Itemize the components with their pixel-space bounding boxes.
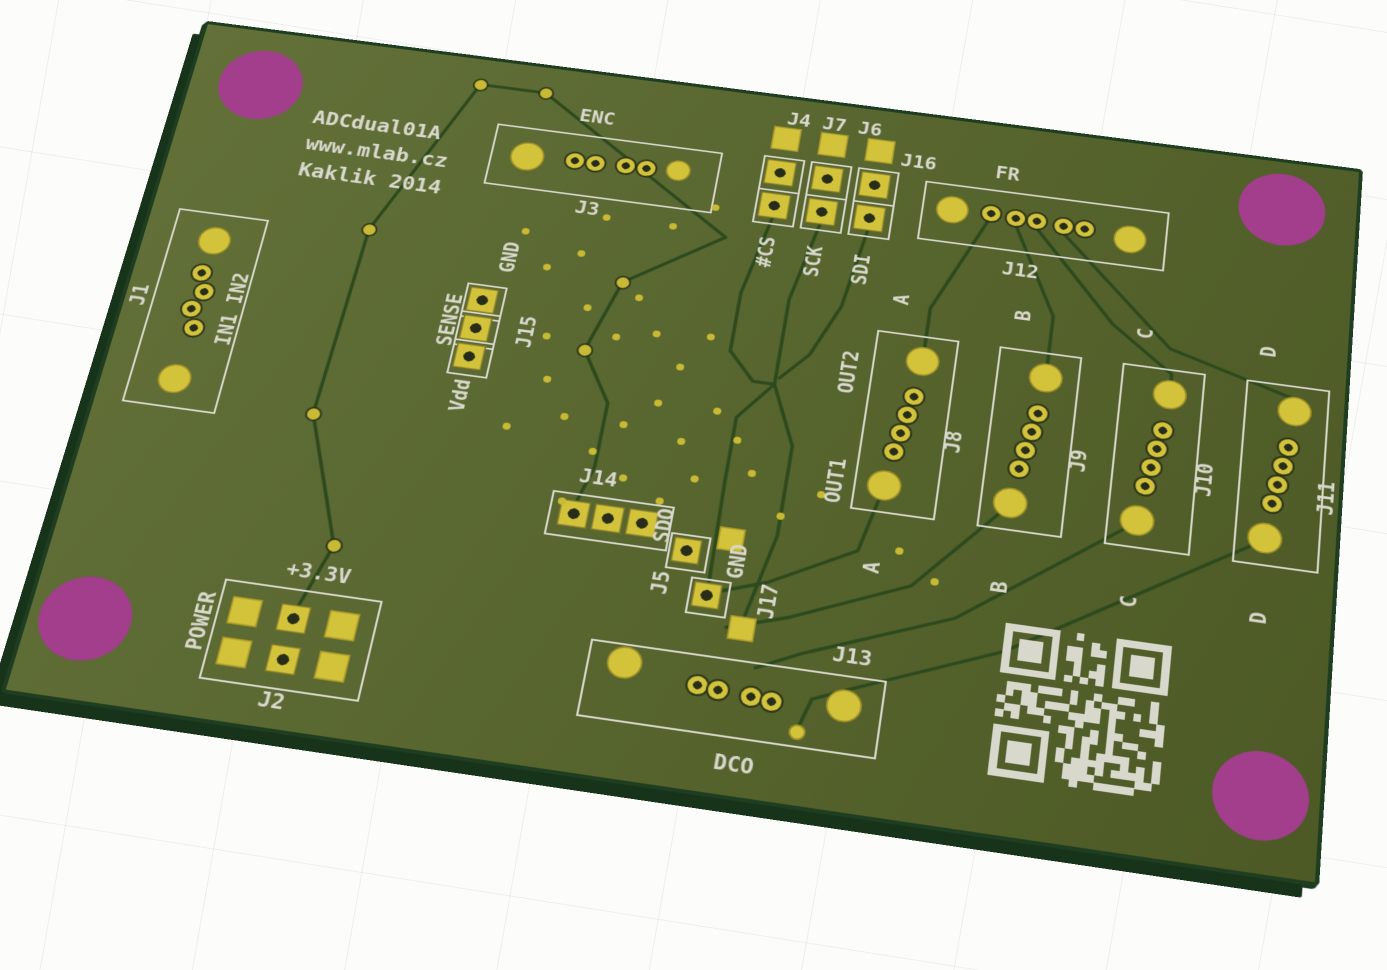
through-hole-pad-square: [810, 164, 845, 194]
through-hole-pad-square: [689, 580, 724, 611]
qr-code: [987, 622, 1173, 797]
through-hole-pad-square: [670, 536, 704, 566]
through-hole-pad-square: [590, 503, 626, 534]
label-j10: J10: [1190, 461, 1218, 498]
label-j16: J16: [899, 150, 939, 174]
label-cs-pin: #CS: [751, 234, 780, 269]
through-hole-pad-square: [762, 158, 798, 188]
label-j11: J11: [1312, 479, 1340, 517]
label-enc: ENC: [577, 105, 617, 129]
label-sck-pin: SCK: [798, 244, 827, 279]
smd-pad-square: [313, 650, 351, 684]
through-hole-pad-square: [451, 341, 487, 371]
label-j8: J8: [939, 429, 967, 455]
smd-pad-square: [817, 131, 850, 159]
label-j12: J12: [1000, 258, 1040, 283]
smd-pad-square: [726, 614, 758, 643]
through-hole-pad-square: [756, 191, 792, 221]
smd-pad-square: [770, 125, 803, 153]
through-hole-pad-square: [458, 313, 494, 343]
label-sdi-pin: SDI: [846, 252, 875, 287]
through-hole-pad-square: [464, 286, 500, 315]
label-j5-gnd: GND: [721, 542, 753, 581]
through-hole-pad-square: [852, 203, 887, 233]
label-dco: DCO: [711, 749, 756, 779]
label-j17: J17: [752, 582, 784, 621]
smd-pad-square: [864, 137, 897, 165]
smd-pad-square: [323, 609, 361, 642]
label-j2: J2: [255, 687, 288, 714]
through-hole-pad-square: [857, 170, 892, 200]
label-fr: FR: [994, 162, 1021, 185]
label-j3: J3: [573, 197, 602, 220]
label-j9: J9: [1064, 447, 1092, 474]
label-j13: J13: [831, 642, 874, 671]
through-hole-pad-square: [804, 197, 840, 227]
label-j14: J14: [577, 464, 620, 491]
label-j5: J5: [645, 569, 675, 596]
